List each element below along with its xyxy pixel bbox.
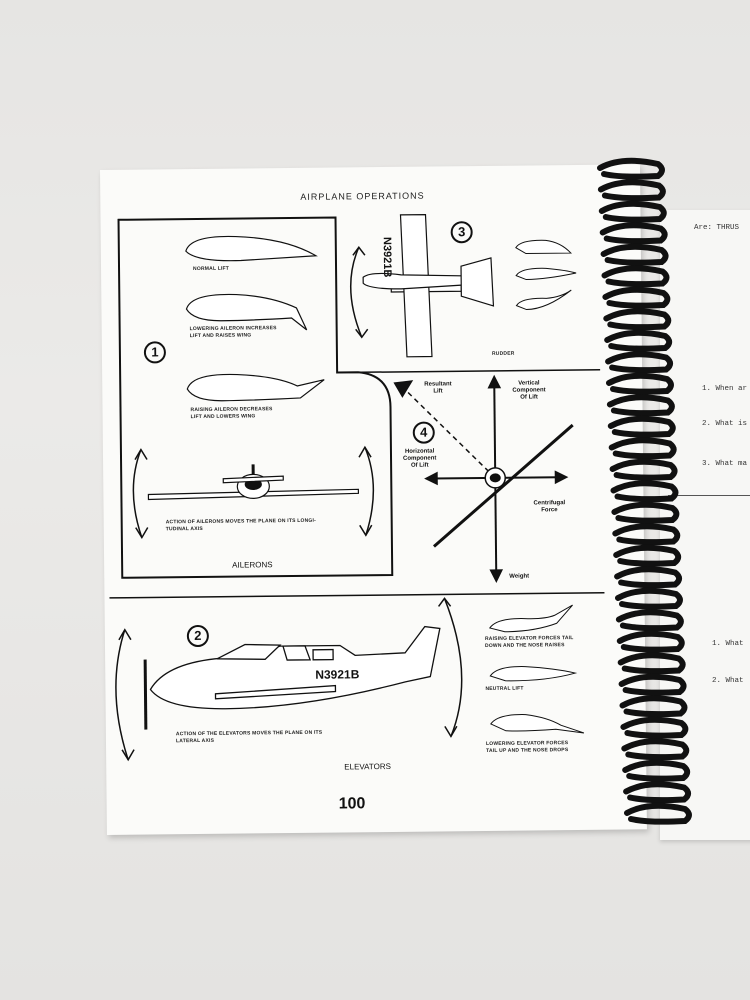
plane-top-view: [362, 213, 495, 358]
spiral-coil: [616, 630, 685, 653]
elevator-airfoils: [488, 604, 585, 734]
spiral-coil: [615, 609, 684, 632]
spiral-coil: [601, 265, 670, 288]
spiral-coil: [599, 222, 668, 245]
spiral-coil: [622, 759, 691, 782]
spiral-coil: [610, 480, 679, 503]
spiral-coil: [602, 286, 671, 309]
spiral-coil: [612, 523, 681, 546]
airfoil-normal: [185, 235, 318, 262]
divider: [668, 495, 750, 496]
spiral-coil: [600, 243, 669, 266]
spiral-coil: [624, 802, 692, 825]
spiral-coil: [597, 157, 665, 180]
spiral-coil: [597, 179, 666, 202]
spiral-coil: [618, 673, 687, 696]
spiral-coil: [607, 415, 676, 438]
yaw-arrows: [350, 246, 369, 339]
spiral-coil: [617, 652, 686, 675]
spiral-coil: [621, 738, 690, 761]
plane-front-view: [147, 464, 360, 501]
spiral-coil: [608, 437, 677, 460]
spiral-coil: [604, 329, 673, 352]
right-page-question: 1. What: [712, 640, 744, 648]
airfoil-raised: [186, 373, 325, 402]
spiral-coil: [620, 716, 689, 739]
spiral-coil: [613, 544, 682, 567]
roll-arrows: [132, 445, 375, 540]
right-page-header: Are: THRUS: [694, 224, 740, 232]
spiral-coil: [623, 781, 692, 804]
pitch-arrows: [115, 597, 463, 762]
spiral-coil: [615, 587, 683, 610]
plane-side-view: [143, 625, 441, 730]
spiral-coil: [606, 372, 674, 395]
right-page-question: 3. What ma: [702, 460, 748, 468]
spiral-coil: [619, 695, 688, 718]
spiral-coil: [603, 308, 672, 331]
spiral-coil: [598, 200, 667, 223]
right-page-question: 2. What: [712, 677, 744, 685]
right-page-question: 1. When ar: [702, 385, 748, 393]
rudder-airfoils: [515, 239, 577, 311]
spiral-coil: [606, 394, 675, 417]
spiral-coil: [614, 566, 683, 589]
airfoil-lowered: [185, 293, 308, 331]
diagram-lines: [109, 213, 605, 762]
spiral-coil: [611, 501, 680, 524]
right-page-question: 2. What is: [702, 420, 748, 428]
forces-diagram: [393, 374, 574, 583]
spiral-coil: [609, 458, 678, 481]
spiral-coil: [605, 351, 674, 374]
left-page: AIRPLANE OPERATIONS: [100, 164, 647, 835]
